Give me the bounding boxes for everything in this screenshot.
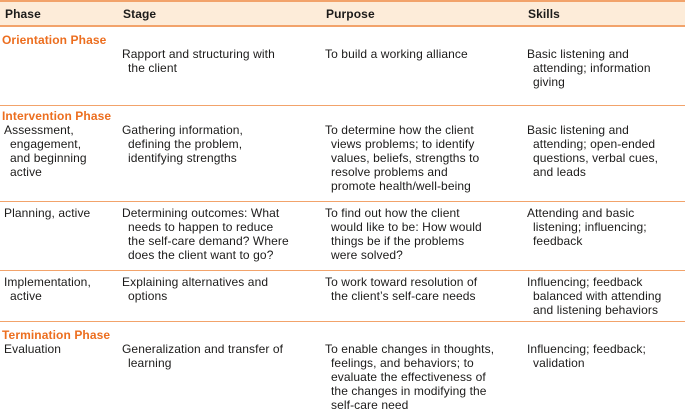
cell-phase [0, 47, 118, 89]
cell-skills: Influencing; feedback balanced with atte… [527, 275, 662, 317]
cell-stage: Generalization and transfer of learning [122, 342, 284, 370]
section-heading-intervention: Intervention Phase [2, 109, 112, 123]
cell-stage: Determining outcomes: What needs to happ… [122, 206, 289, 262]
row-planning: Planning, active Determining outcomes: W… [0, 202, 685, 271]
section-heading-termination: Termination Phase [2, 328, 111, 342]
section-intervention: Intervention Phase Assessment, engagemen… [0, 106, 685, 202]
cell-skills: Influencing; feedback; validation [527, 342, 646, 370]
column-header-purpose: Purpose [326, 6, 375, 21]
cell-purpose: To find out how the client would like to… [325, 206, 482, 262]
table-row: Evaluation Generalization and transfer o… [0, 342, 685, 412]
cell-purpose: To determine how the client views proble… [325, 123, 480, 193]
cell-phase: Implementation, active [4, 275, 91, 303]
table-row: Implementation, active Explaining altern… [0, 275, 685, 317]
cell-phase: Assessment, engagement, and beginning ac… [4, 123, 87, 179]
section-heading-orientation: Orientation Phase [2, 33, 107, 47]
section-orientation: Orientation Phase Rapport and structurin… [0, 27, 685, 106]
cell-skills: Basic listening and attending; open-ende… [527, 123, 659, 179]
cell-purpose: To enable changes in thoughts, feelings,… [325, 342, 495, 412]
table-row: Assessment, engagement, and beginning ac… [0, 123, 685, 193]
cell-skills: Basic listening and attending; informati… [527, 47, 651, 89]
cell-stage: Gathering information, defining the prob… [122, 123, 243, 165]
cell-purpose: To build a working alliance [325, 47, 468, 61]
cell-skills: Attending and basic listening; influenci… [527, 206, 647, 248]
column-header-skills: Skills [528, 6, 560, 21]
section-termination: Termination Phase Evaluation Generalizat… [0, 322, 685, 412]
row-implementation: Implementation, active Explaining altern… [0, 271, 685, 322]
column-header-stage: Stage [123, 6, 157, 21]
cell-stage: Rapport and structuring with the client [122, 47, 275, 75]
table-row: Rapport and structuring with the client … [0, 47, 685, 89]
column-header-phase: Phase [5, 6, 41, 21]
cell-purpose: To work toward resolution of the client’… [325, 275, 478, 303]
cell-phase: Evaluation [4, 342, 62, 356]
cell-stage: Explaining alternatives and options [122, 275, 269, 303]
table-header-row: Phase Stage Purpose Skills [0, 0, 685, 27]
table-row: Planning, active Determining outcomes: W… [0, 206, 685, 262]
cell-phase: Planning, active [4, 206, 91, 220]
